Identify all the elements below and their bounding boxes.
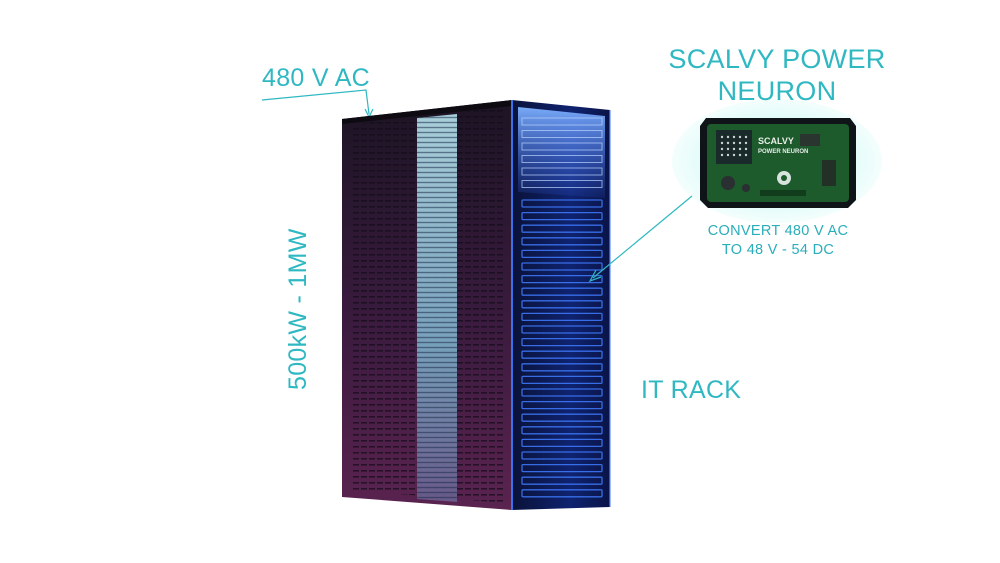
power-neuron-board: SCALVY POWER NEURON	[672, 99, 882, 223]
rack-bay	[521, 274, 603, 284]
rack-bay-lit	[521, 117, 603, 126]
rack-bay	[521, 375, 603, 385]
rack-bay	[521, 438, 603, 448]
rack-bay-lit	[521, 130, 603, 138]
rack-bay	[521, 400, 603, 410]
rack-bay	[521, 249, 603, 259]
rack-bay	[521, 262, 603, 271]
rack-bay	[521, 451, 603, 460]
device-leader-line	[588, 195, 693, 283]
device-desc-line2: TO 48 V - 54 DC	[721, 242, 835, 258]
rack-bay	[521, 426, 603, 435]
rack-bay	[521, 476, 603, 485]
rack-bay	[521, 199, 603, 208]
rack-bay-lit	[521, 180, 603, 188]
rack-bay-lit	[521, 142, 603, 151]
rack-bay	[521, 463, 603, 473]
rack-bay	[521, 224, 603, 233]
device-desc-line1: CONVERT 480 V AC	[707, 223, 849, 239]
rack-bay	[521, 413, 603, 422]
rack-bay	[521, 489, 603, 498]
rack-bay	[521, 388, 603, 397]
rack-front-face	[511, 100, 611, 510]
rack-bay	[521, 363, 603, 372]
rack-bay	[521, 287, 603, 296]
rack-bay	[521, 237, 603, 246]
rack-bay	[521, 325, 603, 334]
rack-bay	[521, 337, 603, 347]
device-title-line2: NEURON	[717, 76, 837, 106]
rack-bay-lit	[521, 155, 603, 163]
input-voltage-label: 480 V AC	[262, 64, 371, 92]
rack-bay	[521, 211, 603, 221]
rack-front-bays	[521, 117, 603, 498]
rack-bay	[521, 312, 603, 322]
rack-bay	[521, 350, 603, 359]
rack-label: IT RACK	[641, 376, 742, 404]
rack-bay	[521, 300, 603, 309]
rack-bay-lit	[521, 167, 603, 176]
board-silk-line2: POWER NEURON	[758, 149, 808, 155]
device-title-line1: SCALVY POWER	[668, 44, 886, 74]
power-range-label: 500kW - 1MW	[284, 228, 312, 390]
rack-side-face	[342, 100, 512, 510]
input-leader-line	[261, 89, 374, 119]
board-silk-line1: SCALVY	[758, 136, 794, 146]
